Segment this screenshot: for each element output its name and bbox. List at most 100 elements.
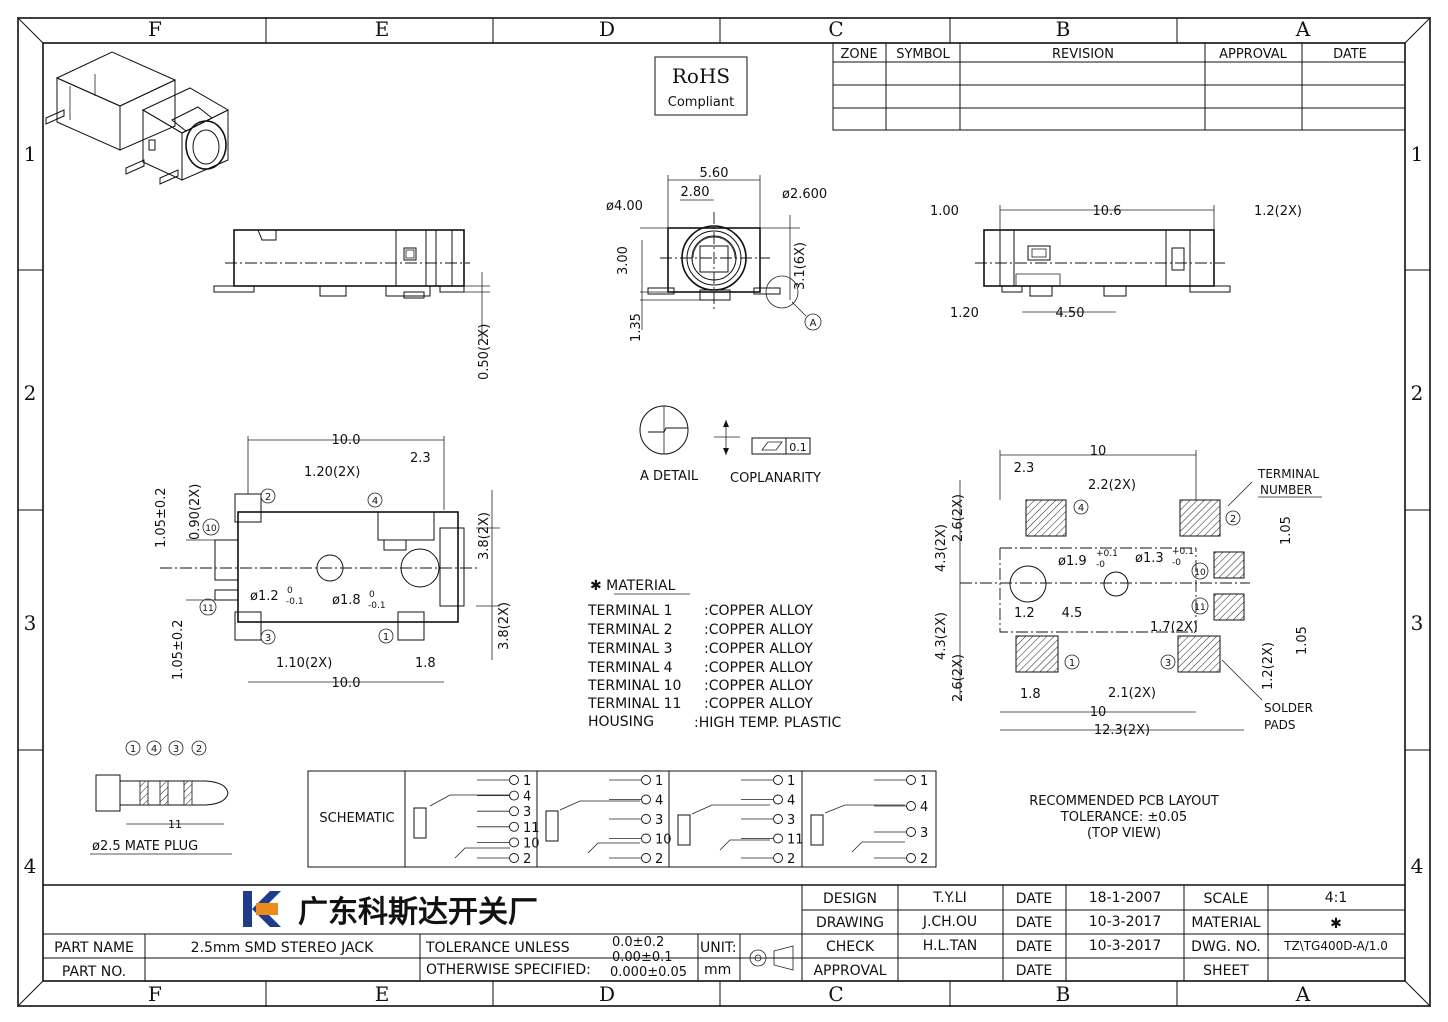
dim-top-18: 1.8 [415,656,436,671]
schematic-terminal-0-1 [509,775,519,785]
dim-pcb-18: 1.8 [1020,687,1041,702]
date-check-value: 10-3-2017 [1089,938,1161,954]
isometric-jack-view [45,51,230,185]
schematic-panel: SCHEMATIC [307,770,937,868]
dim-right-450: 4.50 [1056,306,1085,321]
dim-pcb-d13-tol-up: +0.1 [1172,547,1194,557]
dim-top-105b: 1.05±0.2 [171,619,186,680]
date-label-drawing: DATE [1016,915,1052,931]
scale-value: 4:1 [1325,890,1348,906]
date-drawing-value: 10-3-2017 [1089,914,1161,930]
mate-plug-label: ø2.5 MATE PLUG [92,839,198,854]
schematic-terminal-3-3 [906,827,916,837]
part-name-label: PART NAME [54,940,134,956]
solder-pads-label-2: PADS [1264,718,1296,732]
plug-marker-3: 3 [173,744,179,755]
dim-pcb-43a: 4.3(2X) [934,524,949,572]
date-label-check: DATE [1016,939,1052,955]
a-detail-label: A DETAIL [640,469,699,484]
drawing-value: J.CH.OU [922,914,977,930]
dim-front-135: 1.35 [629,313,644,342]
dim-right-106: 10.6 [1093,204,1122,219]
dim-pcb-d19: ø1.9 [1058,554,1087,569]
schematic-terminal-2-11 [773,833,783,844]
dim-pcb-43b: 4.3(2X) [934,612,949,660]
dim-top-105a: 1.05±0.2 [154,487,169,548]
zone-col-d-top: D [599,17,615,41]
dim-pcb-d13: ø1.3 [1135,551,1164,566]
material-title: ✱ MATERIAL [590,578,676,594]
zone-col-d-bottom: D [599,982,615,1006]
schematic-terminal-1-3 [641,814,651,824]
schematic-terminal-2-3 [773,814,783,824]
scale-label: SCALE [1204,891,1249,907]
pcb-caption-3: (TOP VIEW) [1087,826,1161,841]
zone-labels: F E D C B A F E D C B A 1 2 3 4 1 2 3 4 [24,17,1424,1006]
rev-header-revision: REVISION [1052,47,1114,62]
sheet-label: SHEET [1203,963,1249,979]
zone-row-3-right: 3 [1411,611,1424,635]
dwg-no-value: TZ\TG400D-A/1.0 [1283,939,1388,953]
material-value-11: :COPPER ALLOY [704,696,813,712]
dim-top-d18-tol-up: 0 [369,590,375,600]
zone-col-c-bottom: C [828,982,843,1006]
rev-header-approval: APPROVAL [1219,47,1288,62]
schematic-pin-label-1-1: 1 [655,774,663,789]
dim-top-110: 1.10(2X) [276,656,332,671]
dim-front-560: 5.60 [700,166,729,181]
tolerance-value-2: 0.00±0.1 [612,950,673,965]
dim-front-280: 2.80 [681,185,710,200]
zone-col-e-bottom: E [375,982,390,1006]
title-block: 广东科斯达开关厂 PART NAME 2.5mm SMD STEREO JACK… [43,884,1405,981]
schematic-terminal-3-4 [906,801,916,811]
dim-top-d18-tol-dn: -0.1 [368,601,386,611]
dim-pcb-d19-tol-up: +0.1 [1096,549,1118,559]
dim-top-d12-tol-dn: -0.1 [286,597,304,607]
schematic-pin-label-0-4: 4 [523,790,531,805]
projection-symbol-icon [746,945,794,971]
schematic-pin-label-2-3: 3 [787,813,795,828]
dim-front-300: 3.00 [616,246,631,275]
tolerance-value-3: 0.000±0.05 [610,965,687,980]
dim-front-31: 3.1(6X) [793,242,808,290]
pcb-terminal-10: 10 [1194,568,1206,578]
dim-side-050: 0.50(2X) [477,324,492,380]
terminal-marker-10: 10 [205,524,217,534]
zone-col-b-bottom: B [1056,982,1071,1006]
schematic-terminal-1-1 [641,775,651,785]
schematic-pin-label-2-2: 2 [787,852,795,867]
company-logo [243,891,281,927]
schematic-pin-label-3-2: 2 [920,852,928,867]
unit-label: UNIT: [700,940,737,956]
rev-header-symbol: SYMBOL [896,47,950,62]
terminal-marker-4: 4 [372,496,378,507]
dim-right-100: 1.00 [930,204,959,219]
coplanarity-value: 0.1 [789,441,807,454]
tolerance-line-2: OTHERWISE SPECIFIED: [426,962,591,978]
schematic-pin-label-1-4: 4 [655,794,663,809]
material-value-3: :COPPER ALLOY [704,641,813,657]
pcb-caption-1: RECOMMENDED PCB LAYOUT [1029,794,1219,809]
dim-front-d2600: ø2.600 [782,187,827,202]
compliant-text: Compliant [668,95,734,110]
schematic-pin-label-0-10: 10 [523,836,540,851]
schematic-pin-label-0-1: 1 [523,774,531,789]
schematic-terminal-3-2 [906,853,916,863]
material-part-11: TERMINAL 11 [587,696,681,712]
rev-header-date: DATE [1333,47,1367,62]
schematic-pin-label-0-2: 2 [523,852,531,867]
dim-pcb-123: 12.3(2X) [1094,723,1150,738]
schematic-pin-label-0-11: 11 [523,821,540,836]
dim-pcb-105a: 1.05 [1279,516,1294,545]
schematic-terminal-1-2 [641,853,651,863]
dim-pcb-d13-tol-dn: -0 [1172,558,1181,568]
dim-pcb-12b: 1.2(2X) [1261,642,1276,690]
material-value-1: :COPPER ALLOY [704,603,813,619]
dim-pcb-d19-tol-dn: -0 [1096,560,1105,570]
date-label-design: DATE [1016,891,1052,907]
dim-pcb-17: 1.7(2X) [1150,620,1198,635]
material-part-4: TERMINAL 4 [587,660,673,676]
tolerance-line-1: TOLERANCE UNLESS [425,940,570,956]
date-design-value: 18-1-2007 [1089,890,1161,906]
